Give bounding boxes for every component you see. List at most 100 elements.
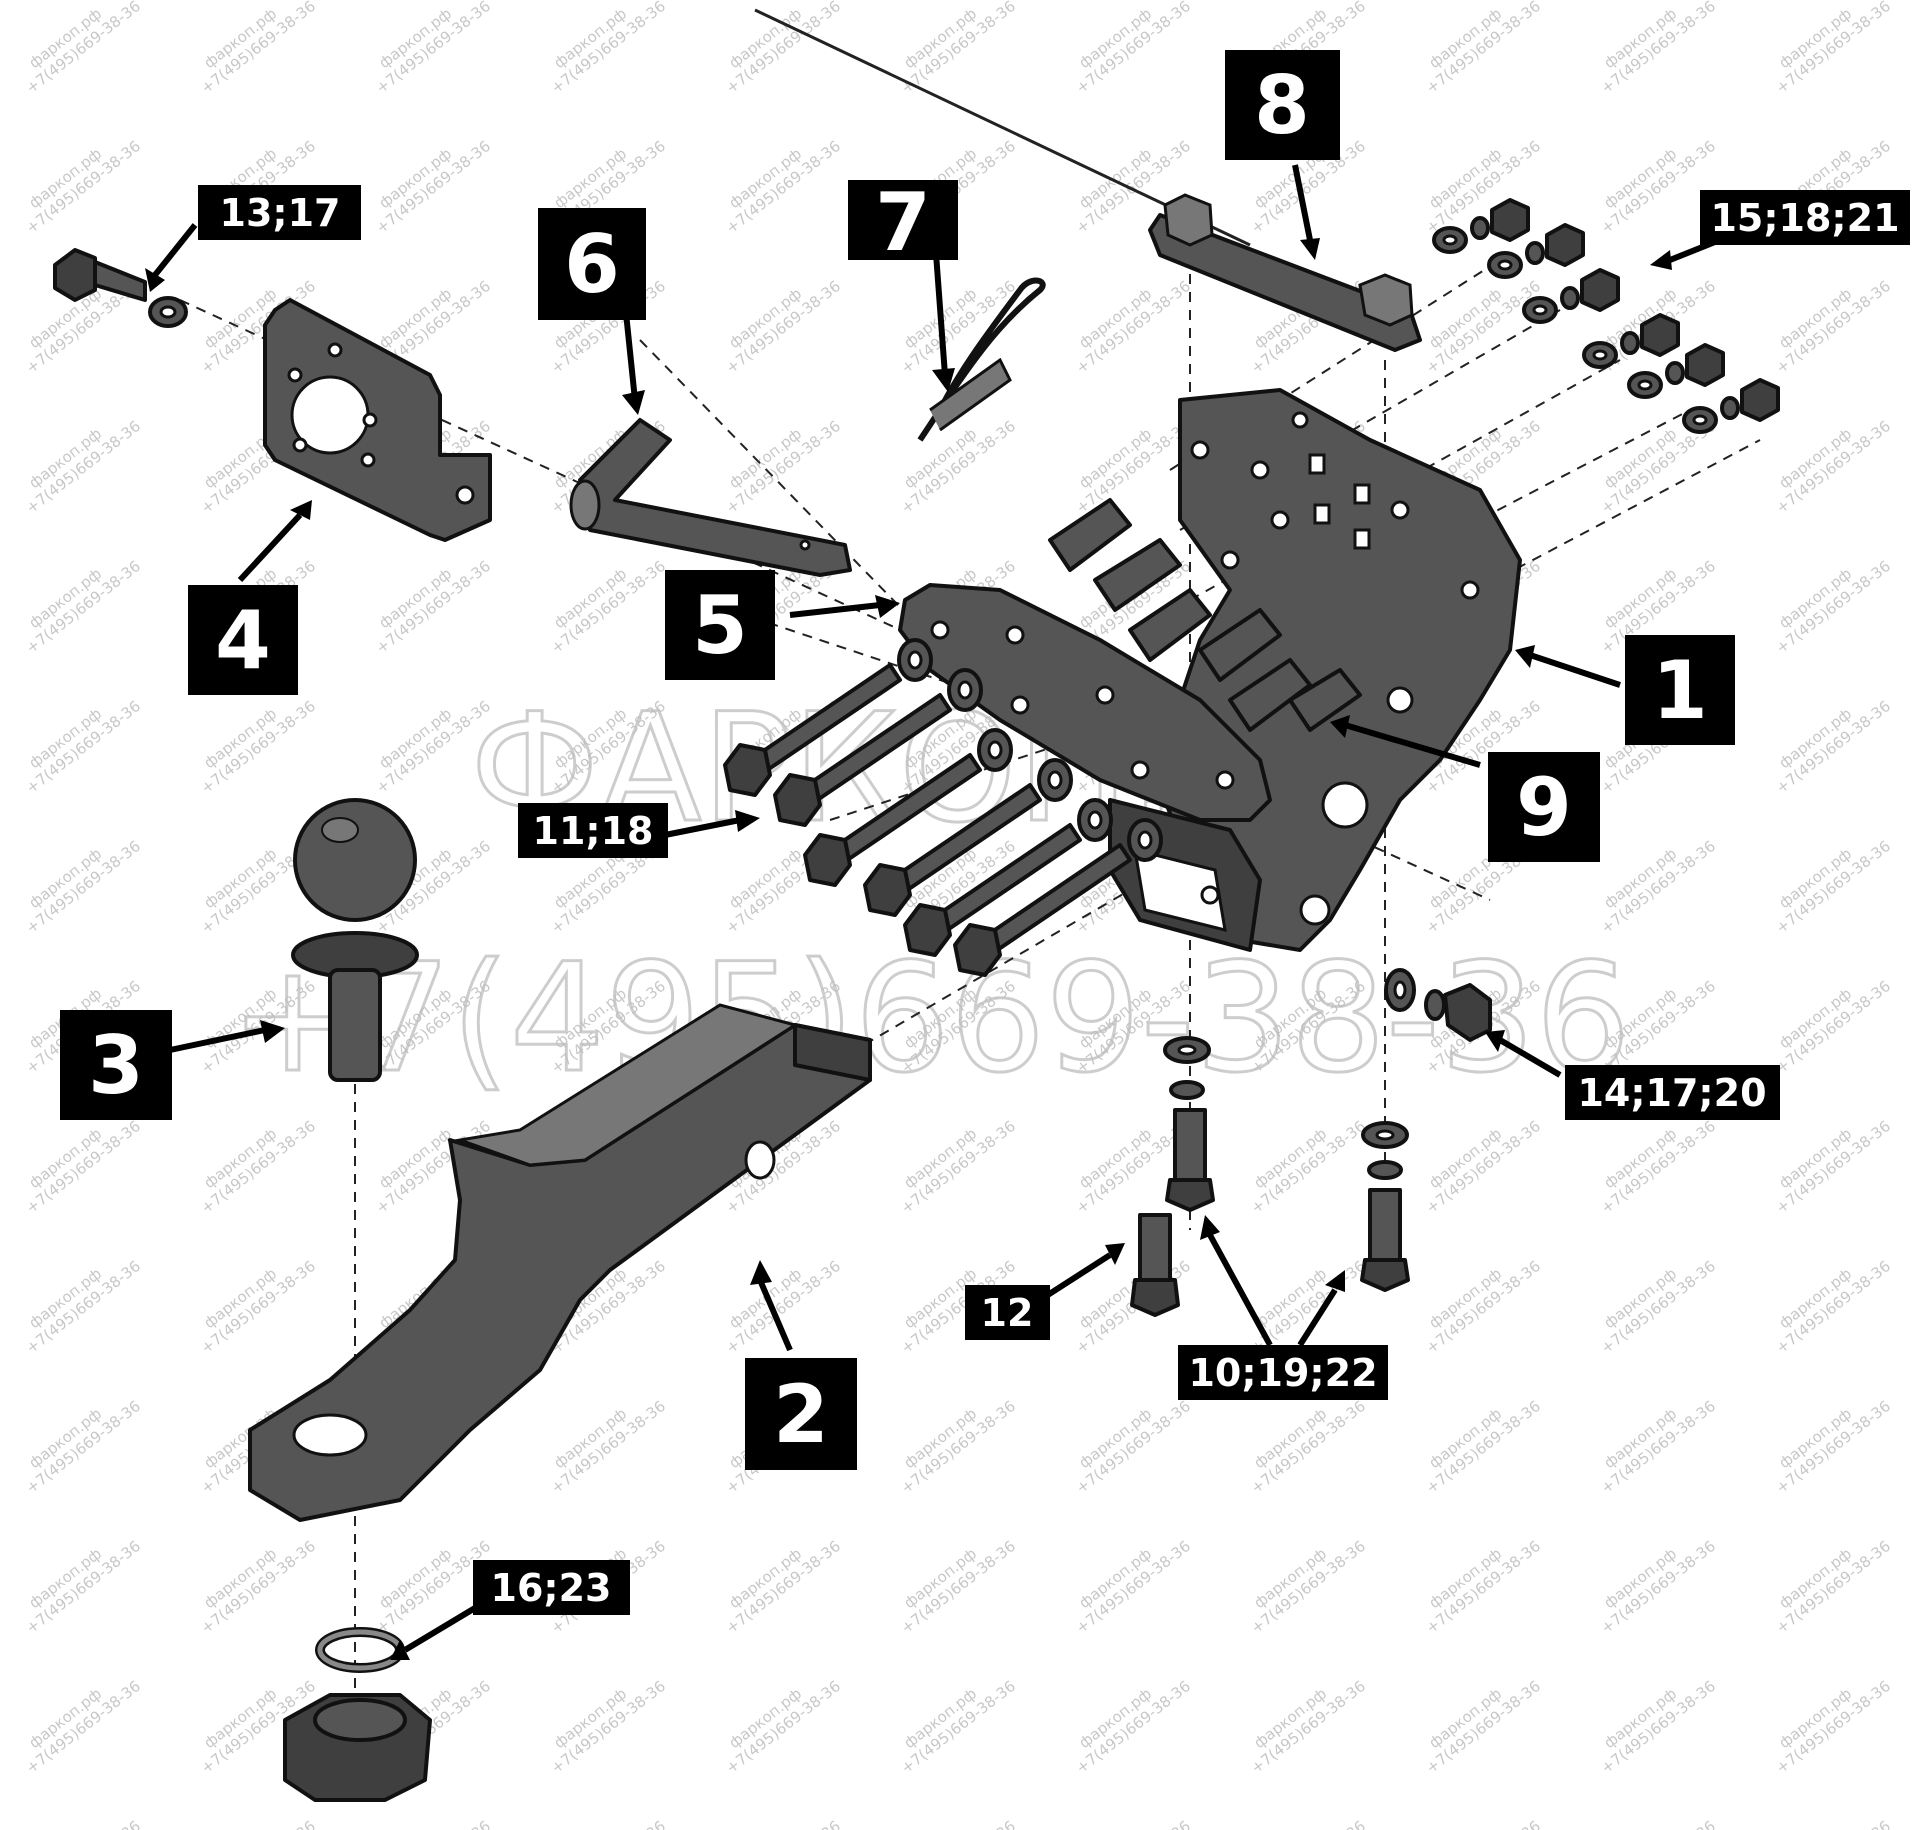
watermark-tile: фаркоп.рф+7(495)669-38-36 xyxy=(722,277,843,377)
part-8-reflector-strap xyxy=(754,8,1422,352)
callout-7: 7 xyxy=(848,176,958,269)
watermark-site: фаркоп.рф xyxy=(726,1825,805,1830)
watermark-tile: фаркоп.рф+7(495)669-38-36 xyxy=(22,1397,143,1497)
watermark-tile: фаркоп.рф+7(495)669-38-36 xyxy=(22,837,143,937)
callout-12: 12 xyxy=(965,1285,1050,1340)
watermark-tile: фаркоп.рф+7(495)669-38-36 xyxy=(1772,417,1893,517)
svg-text:14;17;20: 14;17;20 xyxy=(1577,1071,1766,1115)
watermark-tile: фаркоп.рф+7(495)669-38-36 xyxy=(1772,1257,1893,1357)
watermark-tile: фаркоп.рф+7(495)669-38-36 xyxy=(722,1257,843,1357)
part-6-hitch-pin xyxy=(569,418,852,577)
watermark-tile: фаркоп.рф+7(495)669-38-36 xyxy=(22,1537,143,1637)
svg-text:6: 6 xyxy=(564,218,620,311)
watermark-tile: фаркоп.рф+7(495)669-38-36 xyxy=(1072,0,1193,97)
svg-text:12: 12 xyxy=(981,1291,1034,1335)
nut-washer-set xyxy=(1627,343,1725,399)
watermark-phone: +7(495)669-38-36 xyxy=(1772,1817,1893,1830)
bolt-12 xyxy=(1130,1213,1180,1317)
watermark-tile: фаркоп.рф+7(495)669-38-36 xyxy=(1597,137,1718,237)
watermark-tile: фаркоп.рф+7(495)669-38-36 xyxy=(722,1677,843,1777)
watermark-tile: фаркоп.рф+7(495)669-38-36 xyxy=(1422,1257,1543,1357)
callout-13-17: 13;17 xyxy=(198,185,361,240)
watermark-tile: фаркоп.рф+7(495)669-38-36 xyxy=(22,1817,143,1830)
long-bolt xyxy=(903,798,1113,957)
svg-text:9: 9 xyxy=(1516,761,1572,854)
watermark-tile: фаркоп.рф+7(495)669-38-36 xyxy=(372,557,493,657)
watermark-tile: фаркоп.рф+7(495)669-38-36 xyxy=(547,0,668,97)
watermark-tile: фаркоп.рф+7(495)669-38-36 xyxy=(372,1817,493,1830)
watermark-tile: фаркоп.рф+7(495)669-38-36 xyxy=(1422,1677,1543,1777)
nut-washer-set xyxy=(1522,268,1620,324)
nut-washer-set xyxy=(1432,198,1530,254)
nut-washer-set xyxy=(1682,378,1780,434)
callout-16-23: 16;23 xyxy=(473,1560,630,1615)
watermark-tile: фаркоп.рф+7(495)669-38-36 xyxy=(722,1537,843,1637)
callout-4: 4 xyxy=(188,585,298,695)
watermark-tile: фаркоп.рф+7(495)669-38-36 xyxy=(1247,1817,1368,1830)
nuts-15-18-21 xyxy=(1432,198,1780,434)
part-2-ball-mount xyxy=(248,1003,872,1522)
svg-text:15;18;21: 15;18;21 xyxy=(1710,196,1899,240)
svg-text:11;18: 11;18 xyxy=(533,809,654,853)
watermark-phone: +7(495)669-38-36 xyxy=(1072,1817,1193,1830)
watermark-tile: фаркоп.рф+7(495)669-38-36 xyxy=(722,137,843,237)
watermark-tile: фаркоп.рф+7(495)669-38-36 xyxy=(1772,697,1893,797)
watermark-tile: фаркоп.рф+7(495)669-38-36 xyxy=(1422,1817,1543,1830)
watermark-site: фаркоп.рф xyxy=(1076,1825,1155,1830)
watermark-tile: фаркоп.рф+7(495)669-38-36 xyxy=(1072,1677,1193,1777)
watermark-tile: фаркоп.рф+7(495)669-38-36 xyxy=(197,697,318,797)
long-bolt xyxy=(773,668,983,827)
watermark-tile: фаркоп.рф+7(495)669-38-36 xyxy=(197,1257,318,1357)
svg-text:1: 1 xyxy=(1652,644,1708,737)
watermark-tile: фаркоп.рф+7(495)669-38-36 xyxy=(1247,1537,1368,1637)
watermark-tile: фаркоп.рф+7(495)669-38-36 xyxy=(1422,277,1543,377)
watermark-tile: фаркоп.рф+7(495)669-38-36 xyxy=(372,0,493,97)
watermark-tile: фаркоп.рф+7(495)669-38-36 xyxy=(1072,1537,1193,1637)
watermark-site: фаркоп.рф xyxy=(201,1825,280,1830)
watermark-tile: фаркоп.рф+7(495)669-38-36 xyxy=(1772,1677,1893,1777)
nut-washer-set xyxy=(1582,313,1680,369)
svg-text:3: 3 xyxy=(88,1019,144,1112)
spacer-tubes xyxy=(1048,498,1362,732)
watermark-phone: +7(495)669-38-36 xyxy=(547,1817,668,1830)
watermark-tile: фаркоп.рф+7(495)669-38-36 xyxy=(722,417,843,517)
watermark-tile: фаркоп.рф+7(495)669-38-36 xyxy=(22,697,143,797)
callout-15-18-21: 15;18;21 xyxy=(1700,190,1910,245)
watermark-tile: фаркоп.рф+7(495)669-38-36 xyxy=(22,137,143,237)
watermark-tile: фаркоп.рф+7(495)669-38-36 xyxy=(22,0,143,97)
watermark-tile: фаркоп.рф+7(495)669-38-36 xyxy=(1597,1537,1718,1637)
long-bolt xyxy=(863,758,1073,917)
watermark-tile: фаркоп.рф+7(495)669-38-36 xyxy=(897,1537,1018,1637)
callout-11-18: 11;18 xyxy=(518,803,668,858)
watermark-phone: +7(495)669-38-36 xyxy=(1597,1817,1718,1830)
watermark-phone: +7(495)669-38-36 xyxy=(197,1817,318,1830)
watermark-site: фаркоп.рф xyxy=(1426,1825,1505,1830)
watermark-tile: фаркоп.рф+7(495)669-38-36 xyxy=(897,1397,1018,1497)
callout-8: 8 xyxy=(1225,50,1340,160)
watermark-tile: фаркоп.рф+7(495)669-38-36 xyxy=(1772,837,1893,937)
watermark-tile: фаркоп.рф+7(495)669-38-36 xyxy=(1422,0,1543,97)
watermark-tile: фаркоп.рф+7(495)669-38-36 xyxy=(1772,1537,1893,1637)
watermark-tile: фаркоп.рф+7(495)669-38-36 xyxy=(1072,1397,1193,1497)
part-3-tow-ball xyxy=(291,798,419,1082)
watermark-tile: фаркоп.рф+7(495)669-38-36 xyxy=(1597,1397,1718,1497)
callout-3: 3 xyxy=(60,1010,172,1120)
watermark-tile: фаркоп.рф+7(495)669-38-36 xyxy=(1772,1397,1893,1497)
watermark-tile: фаркоп.рф+7(495)669-38-36 xyxy=(197,1117,318,1217)
part-4-socket-bracket xyxy=(263,298,492,542)
svg-text:7: 7 xyxy=(875,176,931,269)
callout-14-17-20: 14;17;20 xyxy=(1565,1065,1780,1120)
watermark-tile: фаркоп.рф+7(495)669-38-36 xyxy=(1772,977,1893,1077)
watermark-tile: фаркоп.рф+7(495)669-38-36 xyxy=(722,0,843,97)
watermark-tile: фаркоп.рф+7(495)669-38-36 xyxy=(1597,1677,1718,1777)
big-watermark-phone: +7(495)669-38-36 xyxy=(230,932,1631,1106)
long-bolt xyxy=(803,728,1013,887)
watermark-site: фаркоп.рф xyxy=(1776,1825,1855,1830)
bolts-11-18 xyxy=(723,638,1163,977)
long-bolt xyxy=(723,638,933,797)
watermark-phone: +7(495)669-38-36 xyxy=(22,1817,143,1830)
watermark-tile: фаркоп.рф+7(495)669-38-36 xyxy=(1422,1397,1543,1497)
callout-1: 1 xyxy=(1625,635,1735,745)
watermark-tile: фаркоп.рф+7(495)669-38-36 xyxy=(1072,277,1193,377)
